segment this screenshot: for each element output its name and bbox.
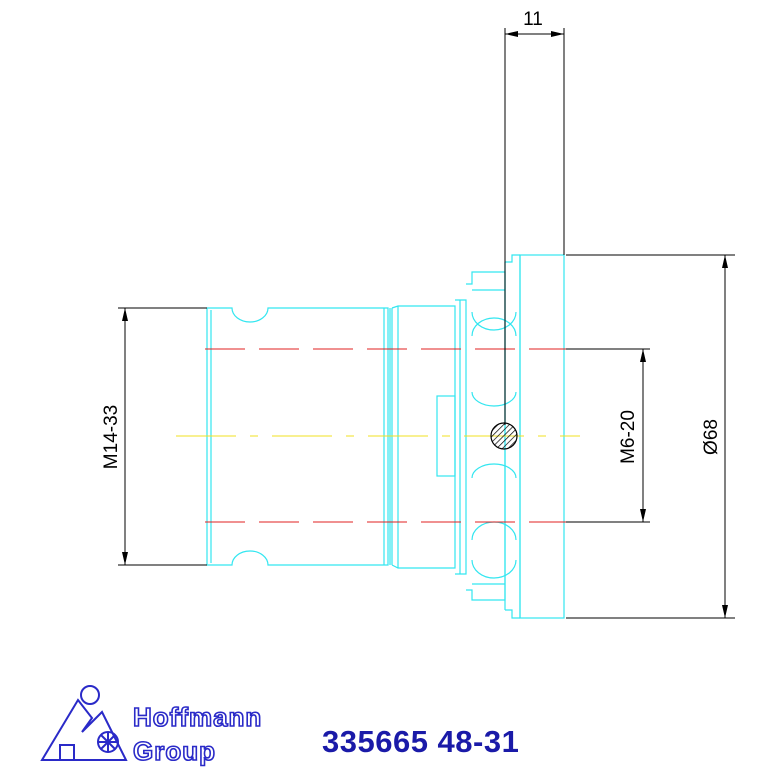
hoffmann-logo: Hoffmann Group (40, 685, 262, 767)
dim-diameter: Ø68 (701, 419, 722, 455)
logo-line2: Group (133, 736, 216, 766)
part-number: 335665 48-31 (322, 724, 520, 759)
dim-top-width: 11 (523, 9, 543, 30)
dim-left-thread: M14-33 (101, 405, 122, 469)
dimension-arrows (122, 31, 728, 618)
hidden-lines (205, 348, 566, 523)
logo-line1: Hoffmann (133, 702, 262, 732)
dim-inner-thread: M6-20 (618, 410, 639, 464)
logo-icon (40, 685, 128, 761)
pin-hole (490, 422, 518, 450)
